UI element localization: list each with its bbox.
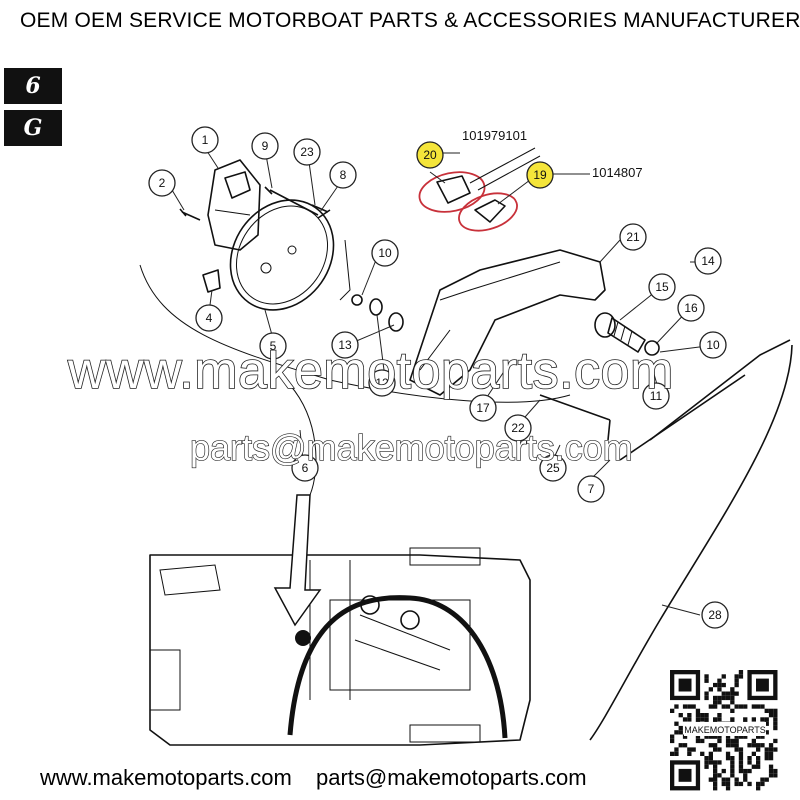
footer-email: parts@makemotoparts.com [315,765,587,790]
callout-9: 9 [251,132,279,160]
part-21-lever-arm [409,249,606,396]
callout-22: 22 [504,414,532,442]
callouts: 1 2 4 5 6 7 8 9 10 10 11 12 13 14 15 16 … [148,126,729,629]
svg-text:7: 7 [588,482,595,496]
part-23-washer [311,204,329,213]
callout-14: 14 [694,247,722,275]
part-19-pad [458,192,518,232]
part-9-bolt [264,186,319,216]
svg-text:22: 22 [511,421,525,435]
callout-10-b: 10 [699,331,727,359]
part-1-pedal-bracket [207,159,261,251]
callout-11: 11 [642,382,670,410]
svg-text:15: 15 [655,280,669,294]
part-number-20: 101979101 [462,128,527,143]
callout-6: 6 [291,454,319,482]
qr-code: MAKEMOTOPARTS [667,667,781,794]
callout-1: 1 [191,126,219,154]
watermark-site: www.makemotoparts.com [67,342,674,400]
svg-text:10: 10 [378,246,392,260]
svg-text:10: 10 [706,338,720,352]
cable-6-line [289,384,317,496]
callout-21: 21 [619,223,647,251]
cable-link [339,239,351,301]
part-20-pad [418,171,486,213]
callout-13: 13 [331,331,359,359]
callout-7: 7 [577,475,605,503]
assembly-outline [139,264,571,403]
part-20-highlight-ring [418,171,486,213]
svg-text:9: 9 [262,139,269,153]
callout-20-highlighted: 20 [416,141,444,169]
svg-text:23: 23 [300,145,314,159]
svg-text:5: 5 [270,339,277,353]
callout-8: 8 [329,161,357,189]
part-15-spring [594,312,646,353]
svg-text:16: 16 [684,301,698,315]
svg-text:28: 28 [708,608,722,622]
callout-12: 12 [368,369,396,397]
part-13-bushing [388,312,404,332]
badge-6: 6 [4,68,62,104]
part-28-cable [589,344,793,741]
part-4-stud [202,269,221,293]
callout-28: 28 [701,601,729,629]
callout-19-highlighted: 19 [526,161,554,189]
part-7-cable-end [619,374,746,461]
callout-25: 25 [539,454,567,482]
badge-g: G [4,110,62,146]
footer: www.makemotoparts.com parts@makemotopart… [40,765,587,791]
callout-17: 17 [469,394,497,422]
part-20-rod [469,147,541,191]
callout-4: 4 [195,304,223,332]
svg-text:19: 19 [533,168,547,182]
vehicle-outline [149,547,531,746]
svg-text:20: 20 [423,148,437,162]
part-28-cable-upper [649,339,791,441]
callout-23: 23 [293,138,321,166]
part-number-19: 1014807 [592,165,643,180]
qr-label: MAKEMOTOPARTS [684,725,766,735]
svg-text:14: 14 [701,254,715,268]
part-8-nut [317,209,331,219]
svg-text:17: 17 [476,401,490,415]
part-19-highlight-ring [458,192,518,232]
footer-website: www.makemotoparts.com [40,765,292,790]
watermark-email: parts@makemotoparts.com [190,427,633,468]
svg-text:2: 2 [159,176,166,190]
callout-16: 16 [677,294,705,322]
part-12-bushing [369,298,383,316]
svg-text:13: 13 [338,338,352,352]
svg-text:11: 11 [650,389,663,403]
svg-text:21: 21 [626,230,640,244]
page-title: OEM OEM SERVICE MOTORBOAT PARTS & ACCESS… [20,9,800,32]
svg-text:1: 1 [202,133,209,147]
callout-2: 2 [148,169,176,197]
callout-15: 15 [648,273,676,301]
svg-text:6: 6 [302,461,309,475]
svg-text:4: 4 [206,311,213,325]
pointer-arrow [273,494,322,627]
part-5-disc [229,199,335,311]
callout-10-a: 10 [371,239,399,267]
svg-text:12: 12 [375,376,389,390]
part-2-bolt [179,208,201,221]
callout-5: 5 [259,332,287,360]
part-16-bushing [644,340,660,356]
svg-text:25: 25 [546,461,560,475]
svg-text:8: 8 [340,168,347,182]
part-10-washer [351,294,363,306]
